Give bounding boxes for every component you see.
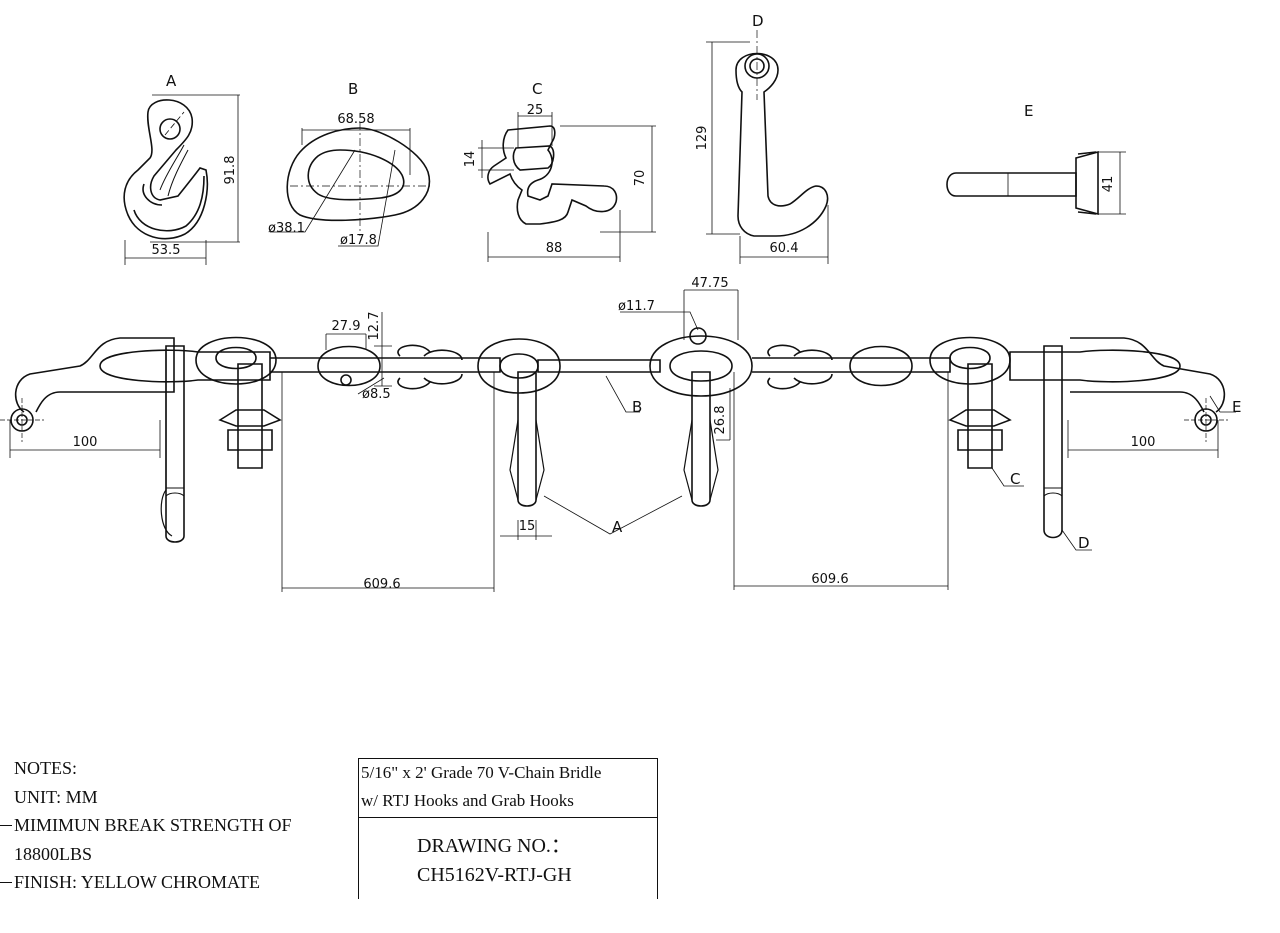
view-a-height-dim: 91.8 bbox=[223, 156, 238, 185]
callout-a: A bbox=[612, 518, 623, 536]
assembly-view: 100 100 27.9 12.7 ø8.5 ø11.7 47.75 26.8 … bbox=[0, 276, 1241, 592]
title-description-line-2: w/ RTJ Hooks and Grab Hooks bbox=[361, 791, 574, 810]
view-d-width-dim: 60.4 bbox=[770, 241, 799, 256]
view-c-keeper: C 25 14 70 88 bbox=[463, 80, 656, 262]
view-b-inner-dia-dim: ø17.8 bbox=[340, 233, 377, 248]
view-d-height-dim: 129 bbox=[695, 126, 710, 151]
view-c-label: C bbox=[532, 80, 542, 98]
assembly-right-hook-dim: 100 bbox=[1131, 435, 1156, 450]
callout-c: C bbox=[1010, 470, 1020, 488]
view-c-top-dim: 25 bbox=[527, 103, 544, 118]
assembly-right-span-dim: 609.6 bbox=[811, 572, 848, 587]
note-break-strength-value: 18800LBS bbox=[14, 843, 93, 864]
view-c-slot-dim: 14 bbox=[463, 151, 478, 168]
view-a-grab-hook: A 91.8 53.5 bbox=[123, 72, 240, 265]
view-e-label: E bbox=[1024, 102, 1033, 120]
title-description: 5/16" x 2' Grade 70 V-Chain Bridle w/ RT… bbox=[359, 759, 657, 818]
title-block: 5/16" x 2' Grade 70 V-Chain Bridle w/ RT… bbox=[358, 758, 658, 899]
view-b-length-dim: 68.58 bbox=[337, 112, 374, 127]
view-c-width-dim: 88 bbox=[546, 241, 563, 256]
view-e-pin: E 41 bbox=[946, 102, 1126, 216]
assembly-link-length-dim: 27.9 bbox=[332, 319, 361, 334]
assembly-link-width-dim: 12.7 bbox=[367, 312, 382, 341]
callout-b: B bbox=[632, 398, 642, 416]
title-description-line-1: 5/16" x 2' Grade 70 V-Chain Bridle bbox=[361, 763, 602, 782]
view-b-label: B bbox=[348, 80, 358, 98]
view-c-height-dim: 70 bbox=[633, 170, 648, 187]
view-a-width-dim: 53.5 bbox=[152, 243, 181, 258]
assembly-left-span-dim: 609.6 bbox=[363, 577, 400, 592]
notes-heading: NOTES: bbox=[14, 758, 77, 778]
note-break-strength: MIMIMUN BREAK STRENGTH OF bbox=[0, 811, 292, 840]
assembly-hook-width-dim: 15 bbox=[519, 519, 536, 534]
callout-d: D bbox=[1078, 534, 1090, 552]
view-e-head-dim: 41 bbox=[1101, 176, 1116, 193]
view-d-label: D bbox=[752, 12, 764, 30]
assembly-hook-throat-dim: 26.8 bbox=[713, 406, 728, 435]
view-a-label: A bbox=[166, 72, 177, 90]
view-b-outer-dia-dim: ø38.1 bbox=[268, 221, 305, 236]
notes-block: NOTES: UNIT: MM MIMIMUN BREAK STRENGTH O… bbox=[0, 754, 292, 897]
assembly-wire-dia-dim: ø8.5 bbox=[362, 387, 391, 402]
note-unit: UNIT: MM bbox=[14, 786, 98, 807]
drawing-number: CH5162V-RTJ-GH bbox=[417, 864, 572, 886]
callout-e: E bbox=[1232, 398, 1241, 416]
note-finish: FINISH: YELLOW CHROMATE bbox=[0, 868, 292, 897]
drawing-number-label: DRAWING NO.： bbox=[417, 835, 571, 857]
view-b-pear-link: B 68.58 ø38.1 ø17.8 bbox=[268, 80, 431, 248]
assembly-left-hook-dim: 100 bbox=[73, 435, 98, 450]
assembly-link-dia-dim: ø11.7 bbox=[618, 299, 655, 314]
assembly-link-outer-dim: 47.75 bbox=[691, 276, 728, 291]
view-d-rtj-hook: D 129 60.4 bbox=[695, 12, 829, 264]
drawing-number-block: DRAWING NO.： CH5162V-RTJ-GH bbox=[359, 818, 657, 890]
